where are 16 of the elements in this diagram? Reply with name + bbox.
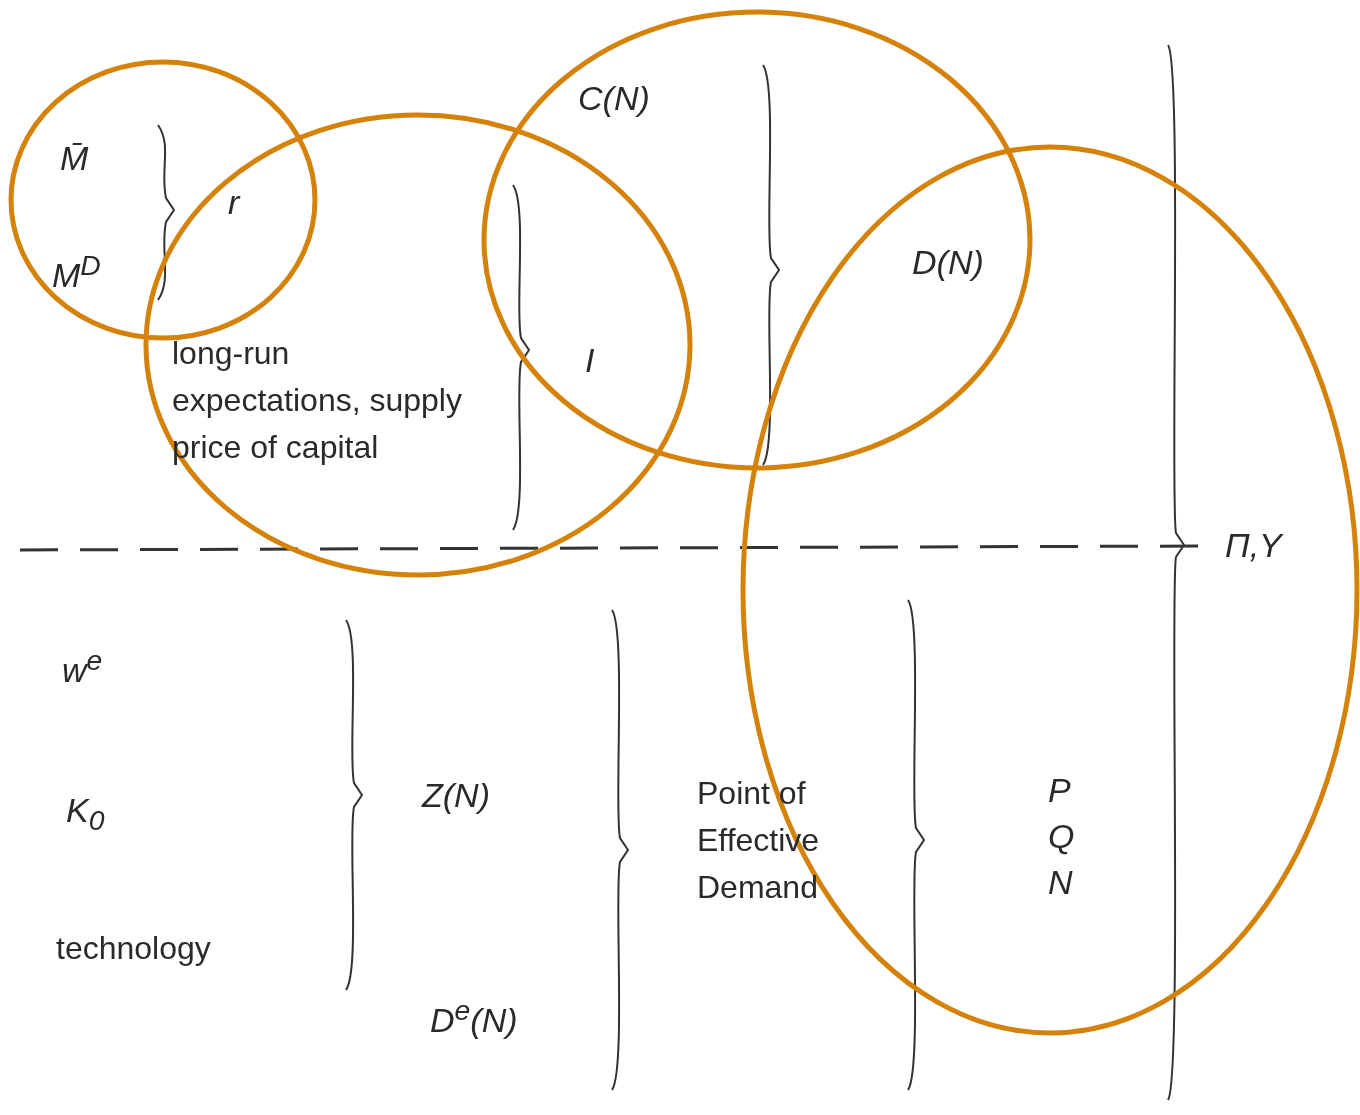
math-symbol: Z(N)	[422, 775, 490, 815]
text-label: long-run expectations, supply price of capital	[172, 334, 462, 467]
math-symbol: I	[585, 340, 595, 380]
math-symbol: K$_{0}$	[66, 790, 105, 838]
math-symbol: Π,Y	[1225, 525, 1282, 565]
math-symbol: N	[1048, 862, 1073, 902]
math-symbol: w$^{e}$	[62, 643, 103, 691]
math-symbol: Q	[1048, 816, 1075, 856]
math-symbol: D$^{e}$(N)	[430, 993, 518, 1041]
text-label: technology	[56, 929, 212, 968]
math-symbol: M̄	[60, 138, 89, 178]
math-symbol: M$^{D}$	[52, 248, 101, 296]
math-symbol: P	[1048, 770, 1071, 810]
math-symbol: D(N)	[912, 242, 984, 282]
math-symbol: r	[228, 182, 240, 222]
math-symbol: C(N)	[578, 78, 650, 118]
